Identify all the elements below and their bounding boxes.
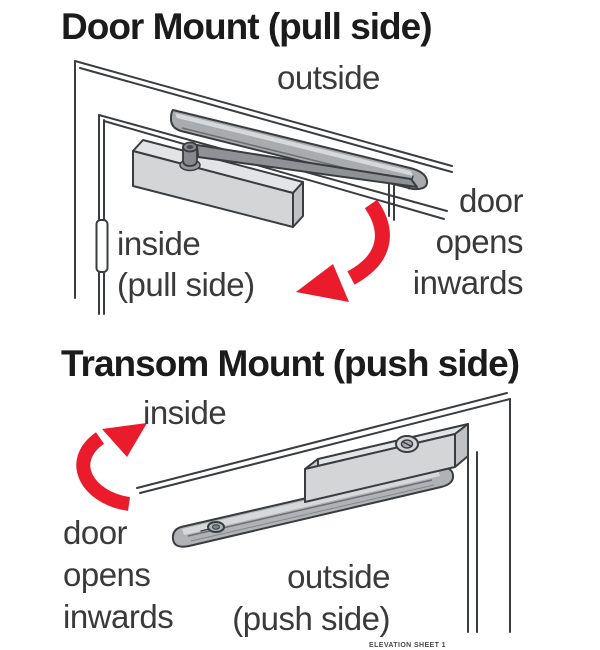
door-mount-title: Door Mount (pull side) <box>61 6 433 47</box>
track-slider-pin <box>200 521 225 533</box>
sheet-note: ELEVATION SHEET 1 <box>369 642 446 649</box>
swing-arrow-down-left <box>296 199 390 302</box>
label-inside-push: inside <box>143 394 227 431</box>
door-mount-drawing <box>74 60 453 315</box>
label-outside-push-side: outside (push side) <box>232 558 390 637</box>
label-door-opens-inwards-pull: door opens inwards <box>412 182 524 301</box>
closer-body-bottom <box>304 423 469 503</box>
adjustment-knob <box>395 435 419 453</box>
slide-track <box>170 109 429 191</box>
transom-mount-drawing <box>76 392 511 633</box>
door-hinge <box>95 219 109 273</box>
arm-pivot-pin <box>182 141 198 167</box>
label-door-opens-inwards-push: door opens inwards <box>63 514 174 635</box>
label-inside-pull-side: inside (pull side) <box>117 225 255 303</box>
swing-arrow-up-right <box>76 423 147 511</box>
closer-body <box>132 139 304 228</box>
transom-frame-lines <box>136 392 511 633</box>
transom-mount-title: Transom Mount (push side) <box>61 343 520 384</box>
closer-body-front-face <box>132 150 294 228</box>
label-outside-pull: outside <box>277 59 380 96</box>
